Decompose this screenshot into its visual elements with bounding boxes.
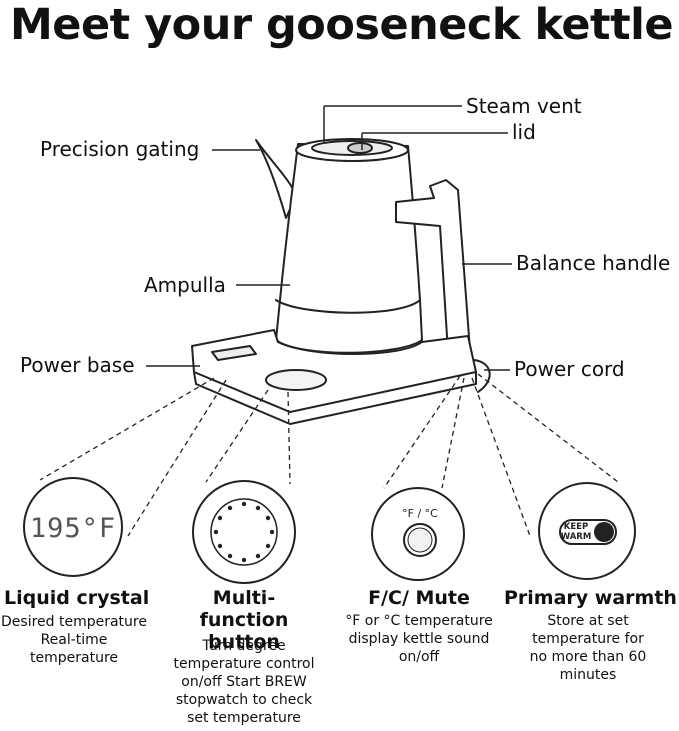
feature-desc-multi-function: Turn degree temperature control on/off S…	[173, 638, 315, 726]
keep-warm-label-2: WARM	[561, 532, 592, 542]
lid-label: lid	[512, 120, 536, 144]
feature-title-fc-mute: F/C/ Mute	[368, 587, 470, 609]
lcd-temperature-readout: 195°F	[30, 513, 116, 544]
steam-vent-label: Steam vent	[466, 94, 582, 118]
keep-warm-label-1: KEEP	[564, 522, 588, 532]
power-base-label: Power base	[20, 353, 135, 377]
feature-desc-liquid-crystal: Desired temperature Real-time temperatur…	[1, 614, 147, 666]
power-cord-label: Power cord	[514, 357, 625, 381]
precision-gating-label: Precision gating	[40, 137, 200, 161]
feature-title-primary-warmth: Primary warmth	[504, 587, 677, 609]
balance-handle-label: Balance handle	[516, 251, 671, 275]
fc-button-label: °F / °C	[402, 507, 438, 520]
feature-desc-primary-warmth: Store at set temperature for no more tha…	[529, 613, 647, 683]
feature-desc-fc-mute: °F or °C temperature display kettle soun…	[345, 613, 493, 665]
ampulla-label: Ampulla	[144, 273, 226, 297]
page-title: Meet your gooseneck kettle	[10, 0, 674, 50]
feature-title-multi-function: Multi-function button	[199, 587, 289, 653]
feature-title-liquid-crystal: Liquid crystal	[4, 587, 150, 609]
